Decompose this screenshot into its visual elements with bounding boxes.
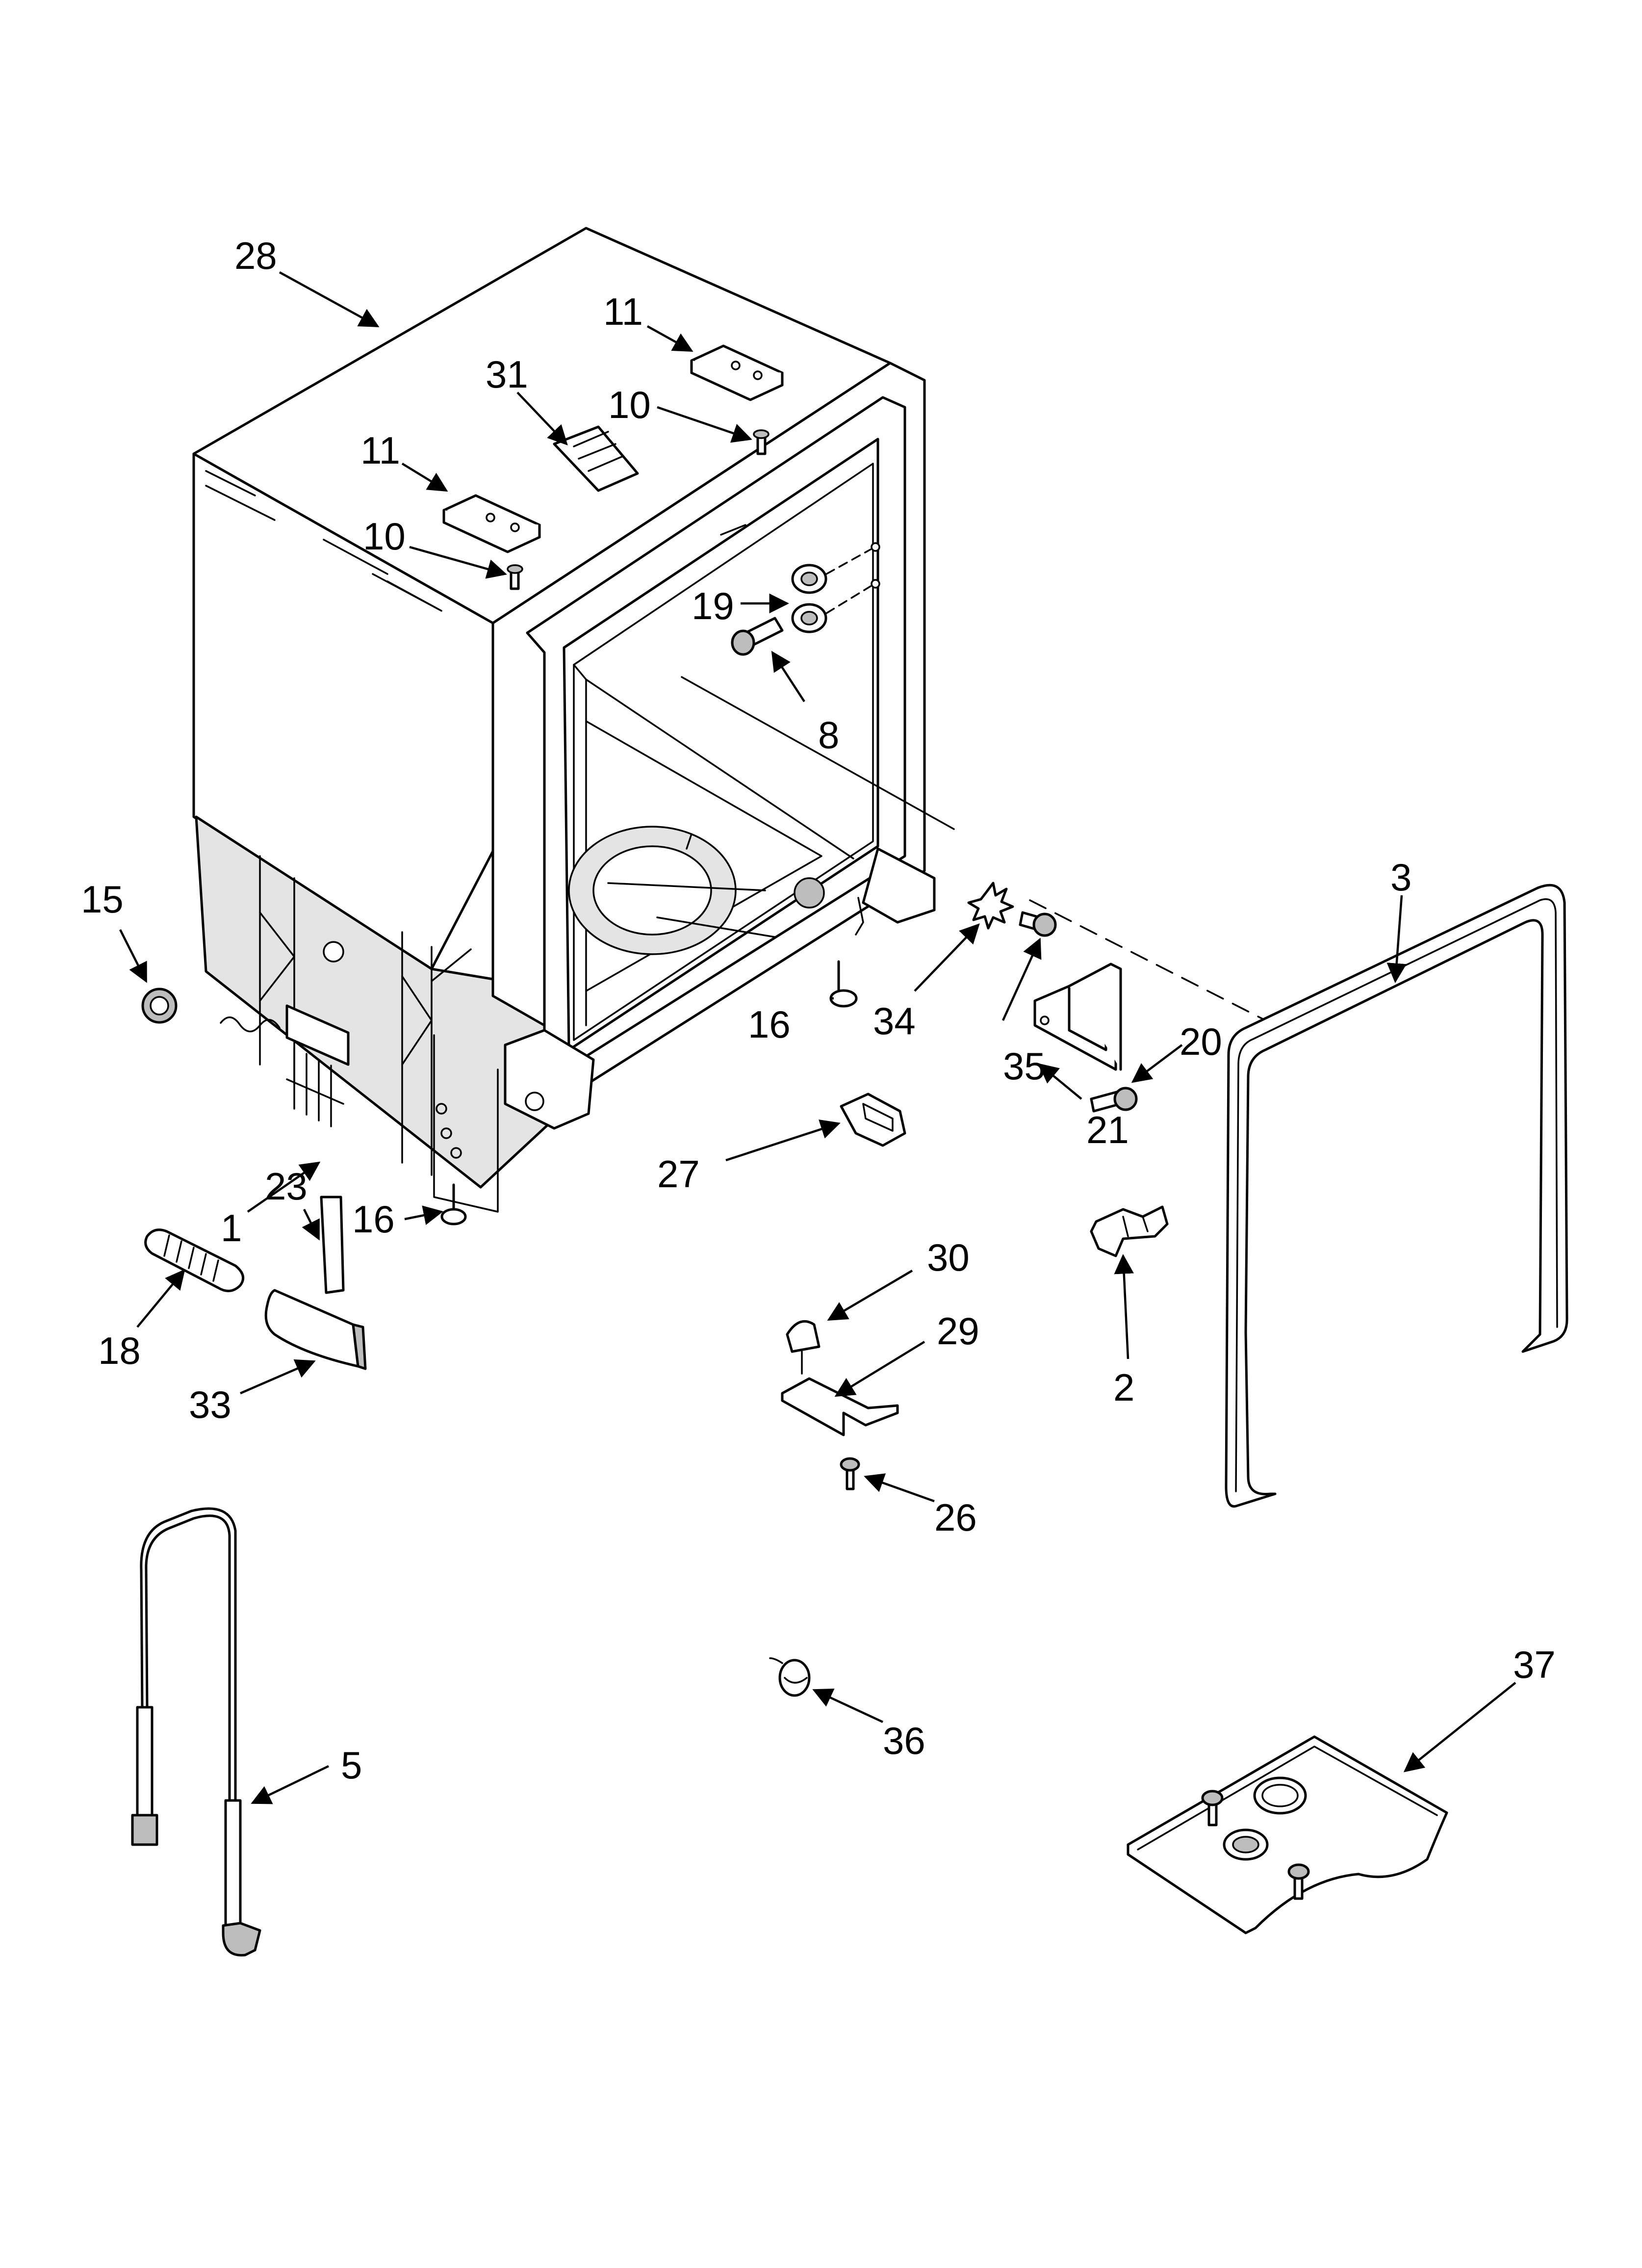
hinge-bracket-lower	[442, 494, 541, 553]
callout-20: 20	[1180, 1020, 1222, 1063]
callout-27: 27	[657, 1152, 700, 1196]
part-21-bracket	[1033, 963, 1122, 1071]
callout-35: 35	[1003, 1044, 1046, 1088]
callout-11: 11	[603, 290, 643, 333]
arrow-36	[812, 1688, 883, 1723]
callout-37: 37	[1513, 1643, 1556, 1686]
arrow-27	[725, 1120, 841, 1162]
arrow-35	[1001, 938, 1042, 1021]
arrow-8	[771, 651, 805, 703]
part-2-clamp	[1090, 1205, 1169, 1257]
alignment-line-upper	[681, 676, 955, 830]
arrow-10b	[409, 546, 507, 579]
callout-2: 2	[1113, 1366, 1134, 1409]
part-16-foot-upper	[829, 960, 858, 1008]
part-34-star-washer	[967, 882, 1014, 930]
callout-18: 18	[98, 1329, 141, 1372]
callout-16: 16	[352, 1198, 395, 1241]
callout-34: 34	[873, 999, 916, 1043]
part-16-foot-lower	[440, 1183, 467, 1225]
part-33-cover	[264, 1289, 367, 1370]
arrow-29	[834, 1341, 925, 1397]
arrow-16b	[404, 1205, 443, 1225]
callout-31: 31	[486, 353, 528, 396]
part-37-parts-bag	[1127, 1735, 1448, 1934]
clip-part	[553, 425, 639, 492]
hinge-bracket-upper	[690, 344, 784, 401]
arrow-18	[136, 1269, 185, 1328]
callout-23: 23	[265, 1165, 308, 1208]
callout-36: 36	[883, 1719, 925, 1762]
screw-lower	[507, 564, 523, 590]
part-26-screw	[840, 1457, 860, 1490]
callout-11: 11	[360, 429, 400, 472]
arrow-23	[302, 1208, 320, 1241]
arrow-26	[864, 1473, 935, 1503]
arrow-2	[1114, 1253, 1134, 1359]
callout-10: 10	[363, 515, 406, 558]
arrow-20	[1131, 1044, 1183, 1083]
callout-15: 15	[81, 878, 124, 921]
part-27-clip	[840, 1093, 906, 1147]
part-15-grommet	[141, 988, 178, 1024]
part-18-spring	[144, 1228, 245, 1292]
arrow-31	[516, 391, 568, 445]
arrow-3	[1386, 895, 1407, 984]
callout-19: 19	[692, 584, 734, 627]
part-35-screw	[1019, 911, 1057, 937]
callout-3: 3	[1390, 856, 1411, 899]
callout-29: 29	[937, 1309, 979, 1353]
arrow-30	[827, 1270, 913, 1321]
callout-1: 1	[221, 1206, 242, 1250]
arrow-10a	[657, 406, 752, 443]
callout-21: 21	[1086, 1108, 1129, 1151]
callout-30: 30	[927, 1236, 970, 1279]
callout-10: 10	[608, 383, 651, 426]
arrow-11a	[646, 325, 693, 352]
roller-screw	[731, 617, 784, 656]
part-5-hose	[131, 1507, 261, 1956]
door-gasket	[1225, 884, 1568, 1508]
arrow-11b	[401, 463, 448, 492]
callout-labels: 28 11 31 10 11 10 19 8 3 15 34 16 35 20 …	[81, 234, 1556, 1787]
arrow-15	[119, 929, 148, 983]
part-36-ring	[769, 1657, 811, 1697]
arrow-34	[914, 923, 980, 992]
arrow-33	[240, 1359, 316, 1395]
arrow-28	[279, 271, 380, 327]
callout-26: 26	[934, 1496, 977, 1539]
arrow-5	[251, 1765, 329, 1804]
arrow-1	[247, 1161, 321, 1213]
callout-16: 16	[748, 1003, 791, 1046]
tub-assembly	[192, 227, 936, 1213]
arrow-37	[1403, 1682, 1516, 1773]
part-20-screw	[1090, 1087, 1138, 1113]
callout-28: 28	[234, 234, 277, 277]
callout-8: 8	[818, 713, 839, 756]
arrow-21	[1038, 1063, 1082, 1100]
part-29-bracket	[781, 1377, 899, 1436]
screw-upper	[753, 429, 770, 455]
leader-arrows	[119, 271, 1516, 1804]
callout-33: 33	[189, 1383, 231, 1426]
alignment-line-lower	[1029, 899, 1286, 1031]
part-23-strip	[320, 1196, 345, 1294]
part-30-clip	[786, 1320, 821, 1375]
rack-rollers	[791, 542, 880, 633]
callout-5: 5	[341, 1744, 362, 1787]
